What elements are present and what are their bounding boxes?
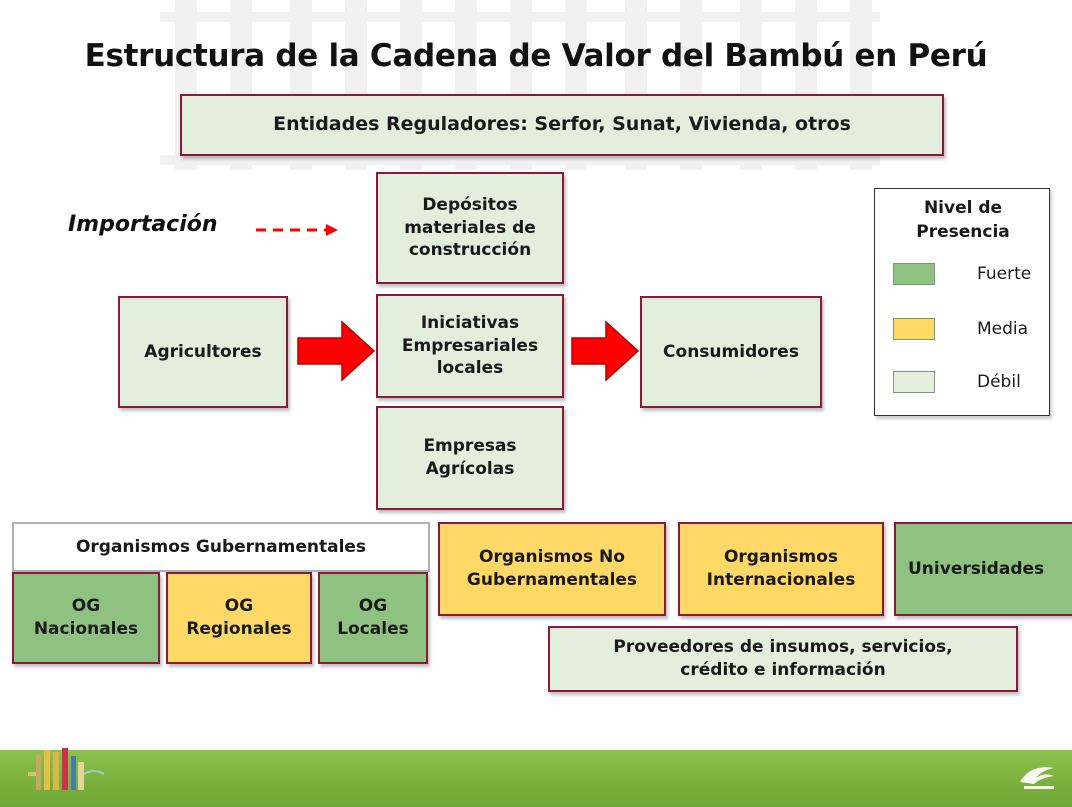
legend: Nivel de Presencia Fuerte Media Débil	[874, 188, 1050, 416]
footer-bar	[0, 750, 1072, 807]
organismos-internacionales-box: Organismos Internacionales	[678, 522, 884, 616]
empresas-agricolas-box: Empresas Agrícolas	[376, 406, 564, 510]
universidades-box: Universidades	[894, 522, 1072, 616]
legend-label-media: Media	[977, 319, 1029, 339]
og-regionales-box: OG Regionales	[166, 572, 312, 664]
swatch-debil	[893, 371, 935, 393]
depositos-box: Depósitos materiales de construcción	[376, 172, 564, 284]
proveedores-box: Proveedores de insumos, servicios, crédi…	[548, 626, 1018, 692]
iniciativas-box: Iniciativas Empresariales locales	[376, 294, 564, 398]
importacion-label: Importación	[68, 212, 218, 237]
arrow-to-iniciativas	[297, 320, 376, 382]
legend-title: Nivel de Presencia	[916, 198, 1010, 242]
swatch-media	[893, 318, 935, 340]
consumidores-box: Consumidores	[640, 296, 822, 408]
import-dashed-arrow	[256, 224, 338, 236]
arrow-to-consumidores	[571, 320, 640, 382]
legend-item-media: Media	[893, 318, 1043, 344]
ong-box: Organismos No Gubernamentales	[438, 522, 666, 616]
swatch-fuerte	[893, 263, 935, 285]
og-nacionales-box: OG Nacionales	[12, 572, 160, 664]
inbar-logo-icon	[1020, 767, 1054, 789]
regulators-box: Entidades Reguladores: Serfor, Sunat, Vi…	[180, 94, 944, 156]
agricultores-box: Agricultores	[118, 296, 288, 408]
legend-item-debil: Débil	[893, 371, 1043, 397]
legend-label-fuerte: Fuerte	[977, 264, 1032, 284]
legend-label-debil: Débil	[977, 372, 1021, 392]
og-locales-box: OG Locales	[318, 572, 428, 664]
og-header-box: Organismos Gubernamentales	[12, 522, 430, 572]
legend-item-fuerte: Fuerte	[893, 263, 1043, 289]
bamboo-logo-icon	[28, 748, 105, 790]
page-title: Estructura de la Cadena de Valor del Bam…	[84, 38, 988, 74]
